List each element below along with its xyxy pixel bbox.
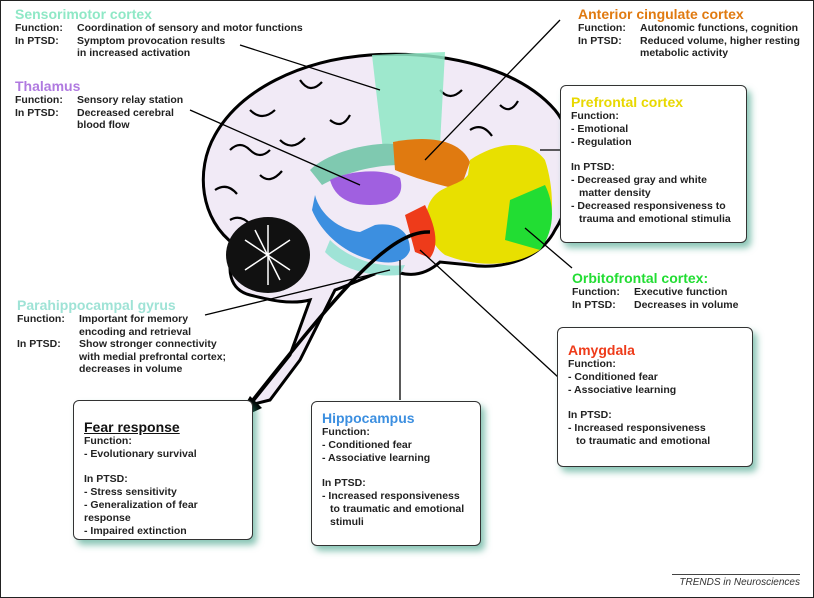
parahippocampal-label: Parahippocampal gyrus Function: Important… <box>17 297 226 376</box>
fear-response-title: Fear response <box>84 419 180 435</box>
ptsd-item: - Generalization of fear response <box>84 499 198 524</box>
orbitofrontal-label: Orbitofrontal cortex: Function: Executive… <box>572 270 738 311</box>
ptsd-label: In PTSD: <box>17 338 61 350</box>
anterior-cingulate-label: Anterior cingulate cortex Function: Auton… <box>578 6 800 60</box>
anterior-cingulate-region <box>393 139 470 190</box>
function-line: Important for memory <box>79 313 189 325</box>
function-label: Function: <box>15 94 63 106</box>
hippocampus-box: Hippocampus Function: - Conditioned fear… <box>311 401 481 546</box>
prefrontal-title: Prefrontal cortex <box>571 94 684 110</box>
ptsd-item: - Stress sensitivity <box>84 486 177 498</box>
ptsd-line: Reduced volume, higher resting <box>640 34 800 47</box>
ptsd-line: Symptom provocation results <box>77 34 226 47</box>
orbitofrontal-title: Orbitofrontal cortex: <box>572 270 709 286</box>
ptsd-line: decreases in volume <box>79 363 183 375</box>
function-label: Function: <box>322 426 370 438</box>
ptsd-line: Show stronger connectivity <box>79 338 217 350</box>
function-label: Function: <box>84 435 132 447</box>
ptsd-line: blood flow <box>77 119 130 131</box>
function-item: - Associative learning <box>568 384 677 396</box>
ptsd-line: Decreases in volume <box>634 298 739 311</box>
hippocampus-region <box>312 195 410 263</box>
leader-lines <box>189 19 573 400</box>
ptsd-item: - Decreased gray and white <box>571 174 707 186</box>
sensorimotor-region <box>372 52 445 150</box>
function-text: Executive function <box>634 286 728 298</box>
ptsd-item: trauma and emotional stimulia <box>579 213 731 225</box>
ptsd-line: in increased activation <box>77 47 191 59</box>
thalamus-title: Thalamus <box>15 78 81 94</box>
ptsd-item: - Increased responsiveness <box>322 490 460 502</box>
fear-arrow <box>243 230 431 412</box>
sensorimotor-title: Sensorimotor cortex <box>15 6 152 22</box>
amygdala-title: Amygdala <box>568 342 635 358</box>
prefrontal-box: Prefrontal cortex Function: - Emotional … <box>560 85 747 243</box>
ptsd-label: In PTSD: <box>572 298 616 311</box>
function-item: - Conditioned fear <box>568 371 658 383</box>
ptsd-label: In PTSD: <box>571 161 615 173</box>
ptsd-item: to traumatic and emotional <box>330 503 465 515</box>
function-label: Function: <box>572 286 620 298</box>
parahippocampal-title: Parahippocampal gyrus <box>17 297 176 313</box>
journal-credit: TRENDS in Neurosciences <box>672 574 800 588</box>
gyri-lines <box>214 79 519 225</box>
fear-response-box: Fear response Function: - Evolutionary s… <box>73 400 253 540</box>
function-text: Autonomic functions, cognition <box>640 22 799 34</box>
ptsd-item: - Increased responsiveness <box>568 422 706 434</box>
sensorimotor-label: Sensorimotor cortex Function: Coordinatio… <box>15 6 303 60</box>
ptsd-item: - Impaired extinction <box>84 525 187 537</box>
function-item: - Regulation <box>571 136 632 148</box>
ptsd-line: Decreased cerebral <box>77 106 174 119</box>
function-label: Function: <box>17 313 65 325</box>
function-text: Coordination of sensory and motor functi… <box>77 22 303 34</box>
ptsd-item: matter density <box>579 187 651 199</box>
ptsd-label: In PTSD: <box>322 477 366 489</box>
orbitofrontal-region <box>505 185 552 250</box>
anterior-cingulate-title: Anterior cingulate cortex <box>578 6 744 22</box>
hippocampus-title: Hippocampus <box>322 410 415 426</box>
amygdala-box: Amygdala Function: - Conditioned fear - … <box>557 327 753 467</box>
thalamus-label: Thalamus Function:Sensory relay station … <box>15 78 183 132</box>
function-line: encoding and retrieval <box>79 325 192 338</box>
function-label: Function: <box>578 22 626 34</box>
ptsd-item: to traumatic and emotional <box>576 435 711 447</box>
function-item: - Associative learning <box>322 452 431 464</box>
cingulate-band <box>310 143 400 185</box>
function-text: Sensory relay station <box>77 94 184 106</box>
ptsd-label: In PTSD: <box>15 106 59 119</box>
ptsd-label: In PTSD: <box>578 34 622 47</box>
ptsd-line: with medial prefrontal cortex; <box>79 350 227 363</box>
ptsd-label: In PTSD: <box>15 34 59 47</box>
function-label: Function: <box>571 110 619 122</box>
ptsd-item: - Decreased responsiveness to <box>571 200 726 212</box>
ptsd-label: In PTSD: <box>568 409 612 421</box>
function-item: - Conditioned fear <box>322 439 412 451</box>
ptsd-item: stimuli <box>330 516 364 528</box>
function-label: Function: <box>568 358 616 370</box>
ptsd-label: In PTSD: <box>84 473 128 485</box>
ptsd-line: metabolic activity <box>640 47 729 59</box>
parahippocampal-region <box>325 240 405 276</box>
function-item: - Evolutionary survival <box>84 448 197 460</box>
function-item: - Emotional <box>571 123 629 135</box>
function-label: Function: <box>15 22 63 34</box>
